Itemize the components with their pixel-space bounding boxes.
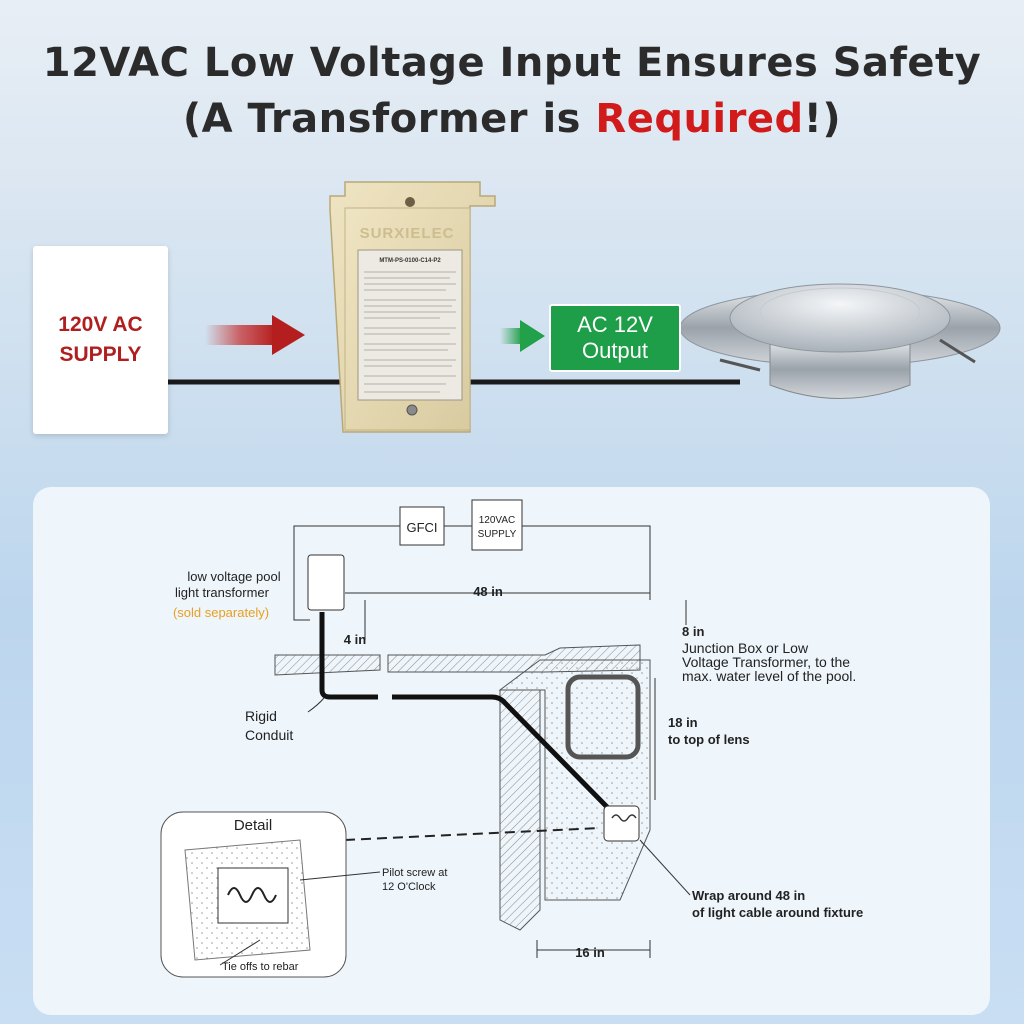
supply-box-line1: 120VAC [479, 515, 516, 526]
rigid-line-1: Rigid [245, 708, 277, 724]
gfci-box [399, 506, 445, 546]
transformer-model: MTM-PS-0100-C14-P2 [379, 258, 441, 264]
dim-48-label: 48 in [473, 584, 503, 599]
pilot-line-1: Pilot screw at [382, 867, 447, 879]
output-line1: AC 12V [577, 312, 653, 337]
supply-line2: SUPPLY [59, 343, 142, 366]
dim-18-line-1: 18 in [668, 715, 698, 730]
wrap-line-1: Wrap around 48 in [692, 888, 805, 903]
transformer-brand: SURXIELEC [360, 225, 455, 242]
niche-box [565, 674, 641, 760]
supply-line1: 120V AC [58, 313, 143, 336]
wrap-line-2: of light cable around fixture [692, 905, 863, 920]
rigid-line-2: Conduit [245, 727, 293, 743]
junction-line-1: Junction Box or Low [682, 640, 809, 656]
required-word: Required [595, 96, 804, 142]
fixture-niche [603, 805, 640, 842]
pool-light-fixture [679, 283, 1001, 399]
output-arrow [500, 320, 545, 352]
dim-8-label: 8 in [682, 624, 704, 639]
pilot-line-2: 12 O'Clock [382, 881, 436, 893]
output-line2: Output [581, 338, 649, 363]
small-transformer [307, 554, 345, 611]
transformer-label-1: low voltage pool [187, 569, 280, 584]
input-arrow [205, 315, 305, 355]
subheadline-post: !) [803, 96, 842, 142]
dim-4-label: 4 in [344, 632, 366, 647]
supply-120vac-box [471, 499, 523, 551]
sold-separately: (sold separately) [173, 605, 269, 620]
transformer-unit: SURXIELEC MTM-PS-0100-C14-P2 [329, 181, 496, 433]
detail-leader [344, 827, 601, 841]
supply-box-line2: SUPPLY [478, 529, 517, 540]
gfci-label: GFCI [406, 520, 437, 535]
transformer-label-2: light transformer [175, 585, 270, 600]
detail-title: Detail [234, 817, 272, 834]
subheadline: (A Transformer is Required!) [0, 96, 1024, 142]
dim-16-label: 16 in [575, 945, 605, 960]
junction-line-2: Voltage Transformer, to the [682, 654, 850, 670]
tie-offs-label: Tie offs to rebar [222, 961, 299, 973]
rigid-conduit [319, 612, 612, 812]
dim-18-line-2: to top of lens [668, 732, 750, 747]
subheadline-pre: (A Transformer is [182, 96, 596, 142]
headline: 12VAC Low Voltage Input Ensures Safety [42, 40, 982, 86]
ac-supply-card: 120V AC SUPPLY [33, 246, 168, 434]
junction-line-3: max. water level of the pool. [682, 668, 856, 684]
top-illustration: SURXIELEC MTM-PS-0100-C14-P2 [168, 181, 1001, 433]
